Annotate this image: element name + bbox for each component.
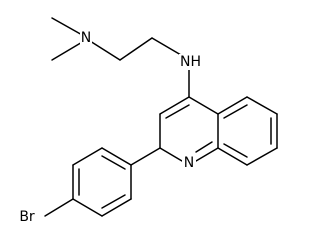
bond-c8a-n1 <box>195 147 219 162</box>
bond-c4-c4a <box>188 96 219 115</box>
bond-methyl-2 <box>51 40 85 61</box>
atom-n-ring-label: N <box>184 155 194 171</box>
bond-ch2-nh <box>151 37 182 56</box>
bond-n-ch2 <box>89 40 121 61</box>
bond-c4a-c5-inner <box>223 104 248 119</box>
atom-nme2-label: N <box>81 30 91 46</box>
bond-c8-c8a <box>217 147 248 166</box>
atom-nh-label: NH <box>180 54 201 70</box>
bond-c2-phenyl <box>130 147 161 166</box>
bond-ch2-ch2 <box>119 37 153 61</box>
bond-c-br <box>44 198 74 217</box>
bond-c3-c4-inner <box>165 104 190 119</box>
atom-nh-bg <box>179 54 203 70</box>
atom-br-label: Br <box>19 209 35 225</box>
atom-n-ring-bg <box>182 155 196 171</box>
bond-c5-c6 <box>246 96 278 115</box>
bond-ph-2-3 <box>72 147 103 166</box>
molecule-structure: N NH N Br <box>14 17 278 226</box>
bond-n1-c2 <box>159 147 183 162</box>
atom-br-bg <box>14 208 40 226</box>
bond-c3-c4 <box>159 96 190 115</box>
bond-c4a-c5 <box>217 96 248 115</box>
bond-c7-c8 <box>246 147 278 166</box>
bond-c8a-n1-inner <box>195 141 213 153</box>
atom-nme2-bg <box>80 30 92 46</box>
atom-labels: N NH N Br <box>14 30 203 226</box>
bond-ph-1-2-inner <box>101 155 126 170</box>
bond-methyl-1 <box>51 17 85 37</box>
bonds <box>44 17 278 217</box>
bond-ph-1-2 <box>101 147 132 166</box>
bond-ph-5-6-inner <box>101 194 126 209</box>
bond-ph-4-5 <box>72 198 103 217</box>
bond-ph-5-6 <box>101 198 132 217</box>
bond-c8-c8a-inner <box>223 143 248 158</box>
